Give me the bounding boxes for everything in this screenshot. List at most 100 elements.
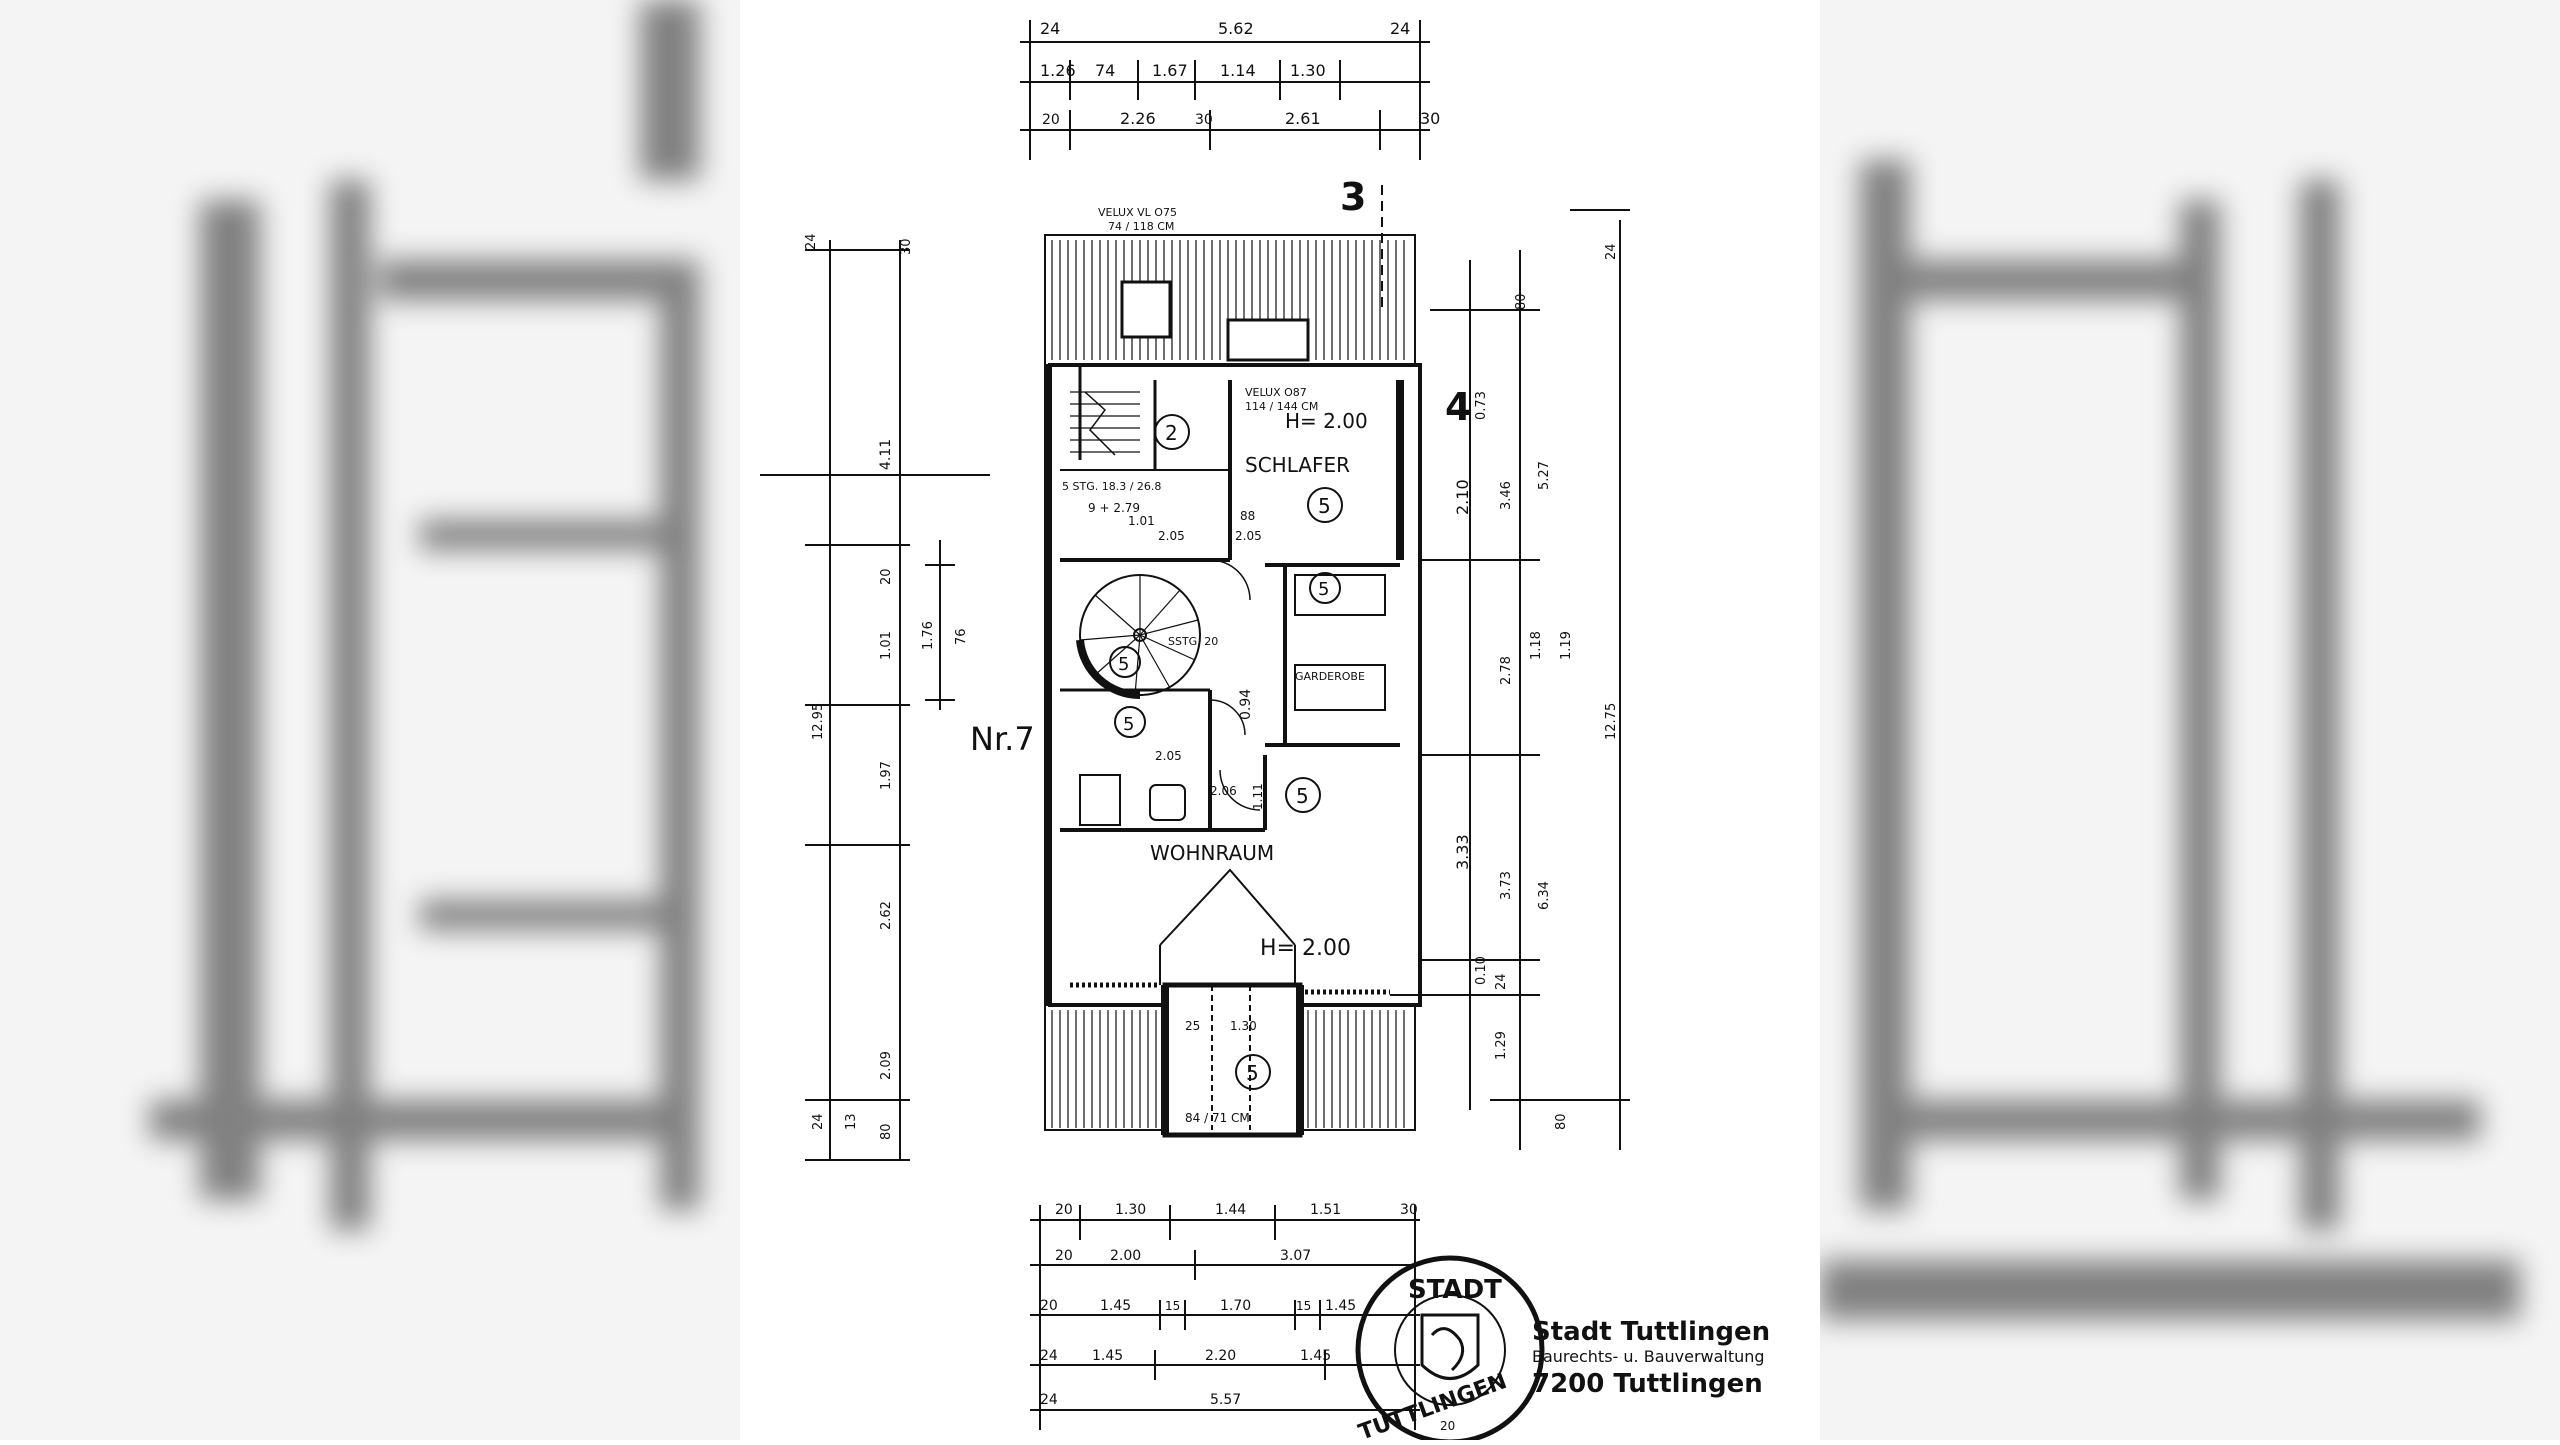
left-dim-8: 1.97 bbox=[879, 761, 894, 790]
right-dim-5: 3.46 bbox=[1499, 481, 1514, 510]
room-circle-stair-top: 2 bbox=[1154, 414, 1190, 450]
right-dim-11: 3.73 bbox=[1499, 871, 1514, 900]
svg-text:5: 5 bbox=[1118, 654, 1129, 675]
top-dim-8: 1.30 bbox=[1290, 61, 1326, 80]
left-dim-1: 24 bbox=[804, 233, 819, 250]
bottom-dim-25: 25 bbox=[1185, 1019, 1200, 1033]
door-dim-4: 2.05 bbox=[1235, 529, 1262, 543]
right-dim-14: 0.10 bbox=[1474, 956, 1489, 985]
right-dim-4: 2.10 bbox=[1453, 479, 1472, 515]
right-dim-12: 6.34 bbox=[1537, 881, 1552, 910]
room-circle-dormer: 5 bbox=[1235, 1054, 1271, 1090]
floor-plan-sheet: 24 5.62 24 1.26 74 1.67 1.14 1.30 20 2.2… bbox=[740, 0, 1820, 1445]
bottom-dim-r4-4: 1.45 bbox=[1300, 1348, 1331, 1364]
right-dim-9: 1.19 bbox=[1559, 631, 1574, 660]
bottom-dim-r5-1: 24 bbox=[1040, 1392, 1058, 1408]
top-dim-3: 24 bbox=[1390, 19, 1410, 38]
left-dim-3: 4.11 bbox=[878, 439, 894, 470]
stamp-line2: Baurechts- u. Bauverwaltung bbox=[1532, 1347, 1765, 1366]
bottom-dim-r1-1: 20 bbox=[1055, 1202, 1073, 1218]
bottom-dim-r1-2: 1.30 bbox=[1115, 1202, 1146, 1218]
door-dim-8: 1.11 bbox=[1251, 783, 1265, 810]
bottom-dim-r1-4: 1.51 bbox=[1310, 1202, 1341, 1218]
room-circle-living: 5 bbox=[1285, 777, 1321, 813]
bottom-dim-r2-3: 3.07 bbox=[1280, 1248, 1311, 1264]
city-stamp: STADT TUTTLINGEN 20 Stadt Tuttlingen Bau… bbox=[1355, 1255, 1770, 1445]
top-dim-9: 20 bbox=[1042, 112, 1060, 128]
door-dim-6: 2.06 bbox=[1210, 784, 1237, 798]
bottom-dim-r3-5: 15 bbox=[1296, 1299, 1311, 1313]
bottom-window-label: 84 / 71 CM bbox=[1185, 1111, 1250, 1125]
top-dim-6: 1.67 bbox=[1152, 61, 1188, 80]
svg-text:5: 5 bbox=[1296, 784, 1309, 808]
bottom-dim-r3-6: 1.45 bbox=[1325, 1298, 1356, 1314]
right-dim-16: 1.29 bbox=[1494, 1031, 1509, 1060]
section-mark-3: 3 bbox=[1340, 175, 1366, 219]
left-dim-2: 30 bbox=[899, 238, 914, 255]
top-dim-10: 2.26 bbox=[1120, 109, 1156, 128]
right-dim-8: 1.18 bbox=[1529, 631, 1544, 660]
svg-text:5: 5 bbox=[1318, 494, 1331, 518]
garderobe-label: GARDEROBE bbox=[1295, 670, 1365, 683]
blurred-background-right bbox=[1820, 0, 2560, 1440]
top-dim-11: 30 bbox=[1195, 112, 1213, 128]
velux-top-line2: 74 / 118 CM bbox=[1108, 220, 1174, 233]
bottom-dim-r3-1: 20 bbox=[1040, 1298, 1058, 1314]
left-dim-4: 20 bbox=[879, 568, 894, 585]
room-circle-small: 5 bbox=[1309, 572, 1341, 604]
right-dim-7: 2.78 bbox=[1499, 656, 1514, 685]
right-dim-2: 80 bbox=[1514, 293, 1529, 310]
right-dim-1: 24 bbox=[1604, 243, 1619, 260]
left-dim-9: 2.62 bbox=[879, 901, 894, 930]
svg-text:5: 5 bbox=[1123, 714, 1134, 735]
room-label-wohnraum: WOHNRAUM bbox=[1150, 841, 1274, 865]
top-dim-7: 1.14 bbox=[1220, 61, 1256, 80]
velux-mid-line2: 114 / 144 CM bbox=[1245, 400, 1318, 413]
left-dim-14: 80 bbox=[879, 1123, 894, 1140]
bottom-dim-r4-3: 2.20 bbox=[1205, 1348, 1236, 1364]
stamp-line1: Stadt Tuttlingen bbox=[1532, 1317, 1770, 1347]
bottom-dim-r1-5: 30 bbox=[1400, 1202, 1418, 1218]
unit-label: Nr.7 bbox=[970, 720, 1035, 758]
bottom-dim-r5-2: 5.57 bbox=[1210, 1392, 1241, 1408]
bottom-dim-130: 1.30 bbox=[1230, 1019, 1257, 1033]
right-dim-3: 0.73 bbox=[1474, 391, 1489, 420]
room-circle-spiral: 5 bbox=[1109, 646, 1141, 678]
right-dim-6: 5.27 bbox=[1537, 461, 1552, 490]
room-circle-schlafen: 5 bbox=[1307, 487, 1343, 523]
left-dim-7: 1.01 bbox=[879, 631, 894, 660]
left-dim-10: 2.09 bbox=[879, 1051, 894, 1080]
door-dim-1: 1.01 bbox=[1128, 514, 1155, 528]
left-dim-11: 12.95 bbox=[811, 703, 826, 740]
top-dim-12: 2.61 bbox=[1285, 109, 1321, 128]
bottom-dim-r4-1: 24 bbox=[1040, 1348, 1058, 1364]
bottom-dim-r3-4: 1.70 bbox=[1220, 1298, 1251, 1314]
section-mark-4: 4 bbox=[1445, 385, 1471, 429]
door-dim-2: 2.05 bbox=[1158, 529, 1185, 543]
height-label-top: H= 2.00 bbox=[1285, 409, 1368, 433]
bottom-dim-r2-2: 2.00 bbox=[1110, 1248, 1141, 1264]
bottom-dim-r3-2: 1.45 bbox=[1100, 1298, 1131, 1314]
stair-ref-label: 9 + 2.79 bbox=[1088, 501, 1140, 515]
svg-text:5: 5 bbox=[1318, 579, 1329, 600]
bottom-dim-r3-3: 15 bbox=[1165, 1299, 1180, 1313]
stair-label: 5 STG. 18.3 / 26.8 bbox=[1062, 480, 1161, 493]
stamp-ring-top: STADT bbox=[1408, 1275, 1502, 1305]
bottom-dim-r4-2: 1.45 bbox=[1092, 1348, 1123, 1364]
room-label-schlafen: SCHLAFER bbox=[1245, 453, 1350, 477]
spiral-stair-label: SSTG. 20 bbox=[1168, 635, 1218, 648]
right-dim-17: 80 bbox=[1554, 1113, 1569, 1130]
right-dim-15: 24 bbox=[1494, 973, 1509, 990]
top-dim-4: 1.26 bbox=[1040, 61, 1076, 80]
room-circle-bath: 5 bbox=[1114, 706, 1146, 738]
door-dim-7: 2.05 bbox=[1155, 749, 1182, 763]
right-dim-13: 12.75 bbox=[1604, 703, 1619, 740]
left-dim-5: 1.76 bbox=[921, 621, 936, 650]
stamp-number: 20 bbox=[1440, 1419, 1455, 1433]
velux-mid-line1: VELUX O87 bbox=[1245, 386, 1307, 399]
left-dim-12: 24 bbox=[811, 1113, 826, 1130]
svg-text:5: 5 bbox=[1246, 1061, 1259, 1085]
height-label-bottom: H= 2.00 bbox=[1260, 936, 1351, 961]
top-dim-2: 5.62 bbox=[1218, 19, 1254, 38]
top-dim-1: 24 bbox=[1040, 19, 1060, 38]
